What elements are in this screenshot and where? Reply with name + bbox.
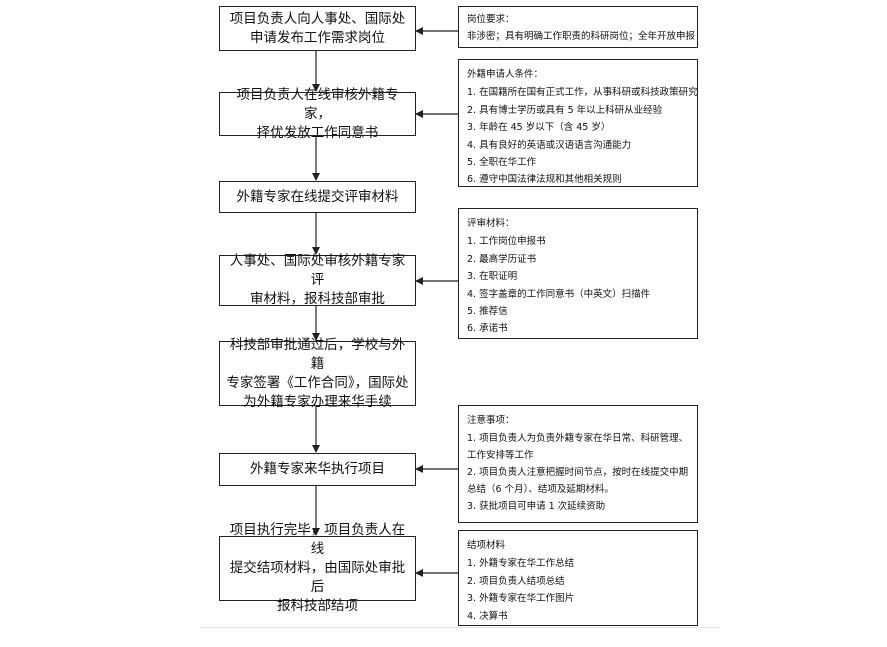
note-review-materials: 评审材料： 1. 工作岗位申报书 2. 最高学历证书 3. 在职证明 4. 签字… bbox=[458, 208, 698, 339]
flow-step-7: 项目执行完毕，项目负责人在线 提交结项材料，由国际处审批后 报科技部结项 bbox=[219, 522, 416, 614]
note-title: 岗位要求： bbox=[467, 14, 515, 25]
note-closing-materials: 结项材料 1. 外籍专家在华工作总结 2. 项目负责人结项总结 3. 外籍专家在… bbox=[458, 530, 698, 626]
note-item: 2. 项目负责人注意把握时间节点，按时在线提交中期总结（6 个月）、结项及延期材… bbox=[467, 467, 689, 496]
note-item: 6. 承诺书 bbox=[467, 323, 508, 335]
flow-step-1: 项目负责人向人事处、国际处 申请发布工作需求岗位 bbox=[219, 6, 416, 51]
note-item: 1. 外籍专家在华工作总结 bbox=[467, 558, 575, 570]
flow-step-2: 项目负责人在线审核外籍专家， 择优发放工作同意书 bbox=[219, 87, 416, 141]
bottom-divider bbox=[200, 627, 720, 628]
note-item: 4. 具有良好的英语或汉语语言沟通能力 bbox=[467, 139, 632, 151]
note-item: 3. 在职证明 bbox=[467, 271, 518, 283]
note-item: 2. 具有博士学历或具有 5 年以上科研从业经验 bbox=[467, 104, 663, 116]
flow-step-6: 外籍专家来华执行项目 bbox=[219, 453, 416, 486]
note-title: 结项材料 bbox=[467, 540, 506, 551]
note-title: 外籍申请人条件： bbox=[467, 69, 544, 80]
note-item: 5. 推荐信 bbox=[467, 306, 508, 318]
note-item: 2. 项目负责人结项总结 bbox=[467, 575, 565, 587]
note-title: 评审材料： bbox=[467, 218, 515, 229]
note-item: 4. 签字盖章的工作同意书（中英文）扫描件 bbox=[467, 288, 651, 300]
note-item: 6. 遵守中国法律法规和其他相关规则 bbox=[467, 174, 622, 186]
flow-step-5: 科技部审批通过后，学校与外籍 专家签署《工作合同》，国际处 为外籍专家办理来华手… bbox=[219, 337, 416, 410]
note-title: 注意事项： bbox=[467, 415, 515, 426]
note-item: 4. 决算书 bbox=[467, 610, 508, 622]
flow-step-3: 外籍专家在线提交评审材料 bbox=[219, 181, 416, 213]
note-item: 1. 工作岗位申报书 bbox=[467, 236, 546, 248]
note-position-requirements: 岗位要求： 非涉密；具有明确工作职责的科研岗位；全年开放申报 bbox=[458, 6, 698, 48]
note-precautions: 注意事项： 1. 项目负责人为负责外籍专家在华日常、科研管理、工作安排等工作 2… bbox=[458, 405, 698, 523]
note-item: 非涉密；具有明确工作职责的科研岗位；全年开放申报 bbox=[467, 31, 696, 42]
note-applicant-conditions: 外籍申请人条件： 1. 在国籍所在国有正式工作，从事科研或科技政策研究 2. 具… bbox=[458, 59, 698, 187]
note-item: 1. 项目负责人为负责外籍专家在华日常、科研管理、工作安排等工作 bbox=[467, 433, 689, 462]
note-item: 3. 获批项目可申请 1 次延续资助 bbox=[467, 501, 606, 513]
note-item: 3. 年龄在 45 岁以下（含 45 岁） bbox=[467, 122, 611, 134]
flow-step-4: 人事处、国际处审核外籍专家评 审材料，报科技部审批 bbox=[219, 253, 416, 307]
note-item: 1. 在国籍所在国有正式工作，从事科研或科技政策研究 bbox=[467, 87, 698, 99]
note-item: 3. 外籍专家在华工作图片 bbox=[467, 593, 575, 605]
note-item: 2. 最高学历证书 bbox=[467, 253, 537, 265]
note-item: 5. 全职在华工作 bbox=[467, 157, 537, 169]
